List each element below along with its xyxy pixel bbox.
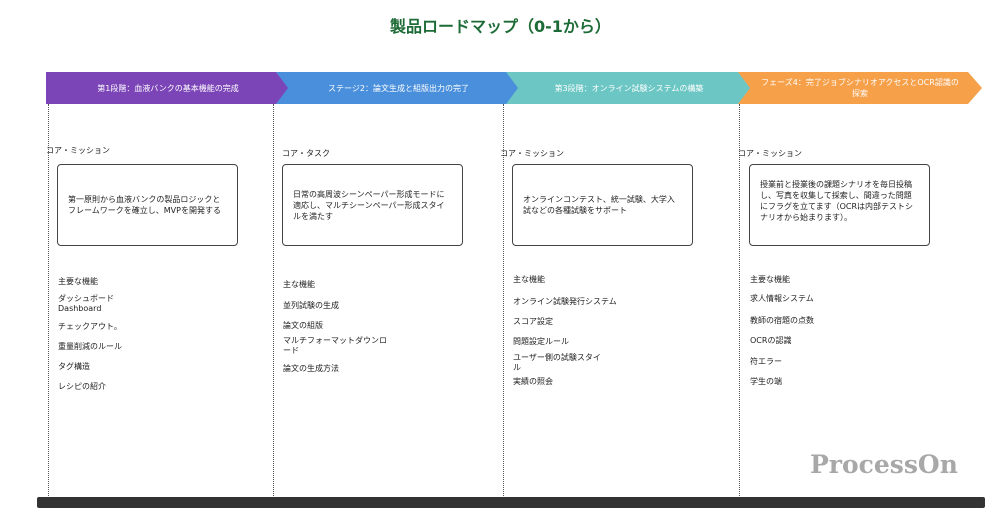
feature-item: 学生の端 [750, 377, 782, 386]
feature-item: 教師の宿題の点数 [750, 316, 814, 325]
section-label: コア・ミッション [738, 149, 802, 158]
task-box: 日常の高周波シーンペーパー形成モードに適応し、マルチシーンペーパー形成スタイルを… [282, 164, 463, 246]
feature-item: マルチフォーマットダウンロード [283, 336, 387, 355]
feature-item: 重量削減のルール [58, 342, 122, 351]
features-heading: 主な機能 [283, 280, 315, 289]
mission-box: オンラインコンテスト、統一試験、大学入試などの各種試験をサポート [512, 164, 693, 246]
section-label: コア・ミッション [46, 146, 110, 155]
feature-item: 論文の組版 [283, 321, 323, 330]
section-label: コア・ミッション [500, 149, 564, 158]
page-title: 製品ロードマップ（0-1から） [390, 17, 611, 36]
feature-item: タグ構造 [58, 362, 90, 371]
mission-box: 第一原則から血液バンクの製品ロジックとフレームワークを確立し、MVPを開発する [57, 164, 238, 246]
feature-item: 論文の生成方法 [283, 364, 339, 373]
processon-watermark: ProcessOn [810, 450, 958, 479]
features-heading: 主要な機能 [750, 275, 790, 284]
feature-item: 問題設定ルール [513, 337, 569, 346]
features-heading: 主な機能 [513, 275, 545, 284]
column-divider [503, 104, 504, 496]
section-label: コア・タスク [282, 149, 330, 158]
features-heading: 主要な機能 [58, 277, 98, 286]
phase-3-arrow: 第3段階：オンライン試験システムの構築 [506, 72, 752, 104]
feature-item: 求人情報システム [750, 294, 814, 303]
feature-item: 並列試験の生成 [283, 301, 339, 310]
horizontal-scrollbar[interactable] [37, 497, 985, 508]
phase-2-arrow: ステージ2：論文生成と組版出力の完了 [276, 72, 521, 104]
feature-item: チェックアウト。 [58, 322, 122, 331]
feature-item: オンライン試験発行システム [513, 297, 617, 306]
phase-4-arrow: フェーズ4：完了ジョブシナリオアクセスとOCR認識の探索 [738, 72, 982, 104]
feature-item: 符エラー [750, 357, 782, 366]
feature-item: ユーザー側の試験スタイル [513, 353, 601, 372]
mission-box: 授業前と授業後の課題シナリオを毎日投稿し、写真を収集して採索し、間違った問題にフ… [749, 164, 930, 246]
column-divider [273, 104, 274, 496]
phase-1-arrow: 第1段階：血液バンクの基本機能の完成 [46, 72, 290, 104]
feature-item: ダッシュボード Dashboard [58, 294, 114, 313]
feature-item: OCRの認識 [750, 336, 792, 345]
column-divider [48, 104, 49, 496]
feature-item: レシピの紹介 [58, 382, 106, 391]
feature-item: スコア設定 [513, 317, 553, 326]
column-divider [739, 104, 740, 496]
feature-item: 実績の照会 [513, 377, 553, 386]
